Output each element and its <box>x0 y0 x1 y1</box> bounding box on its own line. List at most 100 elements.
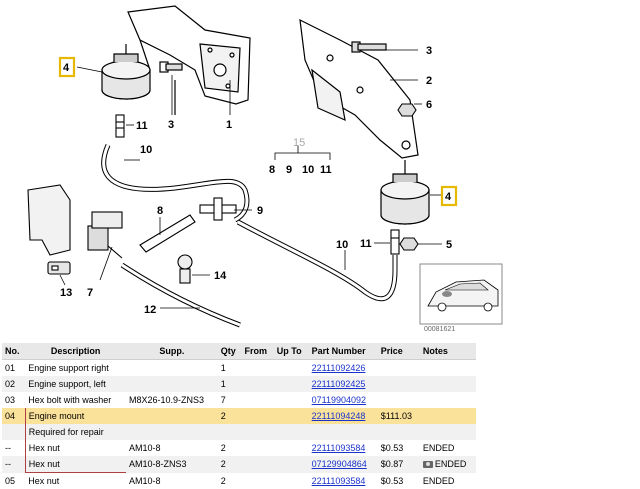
cell-supp: AM10-8 <box>126 473 218 489</box>
table-row-highlighted: 04 Engine mount 2 22111094248 $111.03 <box>2 408 476 424</box>
clip-drawing <box>48 262 70 274</box>
table-row: 05 Hex nut AM10-8 2 22111093584 $0.53 EN… <box>2 473 476 489</box>
col-up-to: Up To <box>274 343 309 360</box>
parts-table-header: No. Description Supp. Qty From Up To Par… <box>2 343 476 360</box>
col-part-number: Part Number <box>309 343 378 360</box>
cell-supp <box>126 408 218 424</box>
cell-part-number: 07129904864 <box>309 456 378 473</box>
part-number-link[interactable]: 07129904864 <box>312 459 367 469</box>
cell-description: Engine support, left <box>25 376 126 392</box>
cell-description: Hex nut <box>25 456 126 473</box>
valve-assembly-drawing <box>28 185 122 258</box>
cell-description: Hex nut <box>25 473 126 489</box>
cell-supp: AM10-8-ZNS3 <box>126 456 218 473</box>
cell-qty: 2 <box>218 440 242 456</box>
table-row: 02 Engine support, left 1 22111092425 <box>2 376 476 392</box>
cell-up-to <box>274 376 309 392</box>
callout-8[interactable]: 8 <box>157 205 163 217</box>
part-number-link[interactable]: 22111092425 <box>312 379 366 389</box>
part-number-link[interactable]: 22111093584 <box>312 476 366 486</box>
cell-qty: 2 <box>218 456 242 473</box>
cell-notes <box>420 360 476 377</box>
cell-from <box>242 424 274 440</box>
parts-diagram: 00081621 4 3 1 11 10 8 9 13 7 14 12 3 2 … <box>0 0 640 340</box>
engine-mount-right-drawing <box>381 160 429 224</box>
cell-qty: 1 <box>218 376 242 392</box>
cell-no <box>2 424 25 440</box>
callout-11-right[interactable]: 11 <box>360 238 372 250</box>
callout-7[interactable]: 7 <box>87 287 93 299</box>
fitting-right-drawing <box>391 230 399 254</box>
cell-from <box>242 360 274 377</box>
callout-group-9[interactable]: 9 <box>286 164 292 176</box>
cell-description: Engine support right <box>25 360 126 377</box>
cell-qty: 2 <box>218 473 242 489</box>
part-number-link[interactable]: 22111094248 <box>312 411 366 421</box>
callout-9[interactable]: 9 <box>257 205 263 217</box>
cell-up-to <box>274 392 309 408</box>
callout-13[interactable]: 13 <box>60 287 72 299</box>
cell-supp <box>126 376 218 392</box>
pipe-drawing <box>140 215 195 252</box>
part-number-link[interactable]: 22111093584 <box>312 443 366 453</box>
notes-text: ENDED <box>435 459 467 469</box>
cell-no: 02 <box>2 376 25 392</box>
callout-12[interactable]: 12 <box>144 304 156 316</box>
callout-14[interactable]: 14 <box>214 270 227 282</box>
cell-notes <box>420 376 476 392</box>
cell-up-to <box>274 456 309 473</box>
cell-no: 05 <box>2 473 25 489</box>
callout-1[interactable]: 1 <box>226 119 232 131</box>
callout-10-upper[interactable]: 10 <box>140 144 152 156</box>
table-row: 01 Engine support right 1 22111092426 <box>2 360 476 377</box>
cell-up-to <box>274 408 309 424</box>
cell-no: 04 <box>2 408 25 424</box>
cell-qty: 1 <box>218 360 242 377</box>
cell-no: -- <box>2 440 25 456</box>
nut-right-drawing <box>398 104 416 116</box>
callout-group-10[interactable]: 10 <box>302 164 314 176</box>
cell-part-number: 22111092426 <box>309 360 378 377</box>
image-code: 00081621 <box>424 326 455 333</box>
cell-from <box>242 392 274 408</box>
callout-3-left[interactable]: 3 <box>168 119 174 131</box>
camera-icon[interactable] <box>423 461 433 468</box>
callout-4-left[interactable]: 4 <box>63 62 70 74</box>
cell-part-number: 07119904092 <box>309 392 378 408</box>
cell-notes <box>420 392 476 408</box>
col-supp: Supp. <box>126 343 218 360</box>
cell-no: -- <box>2 456 25 473</box>
table-row: 03 Hex bolt with washer M8X26-10.9-ZNS3 … <box>2 392 476 408</box>
callout-group-15[interactable]: 15 <box>293 137 305 149</box>
cell-notes <box>420 408 476 424</box>
part-number-link[interactable]: 07119904092 <box>312 395 366 405</box>
cell-supp: AM10-8 <box>126 440 218 456</box>
cell-price: $0.53 <box>378 473 420 489</box>
callout-11-left[interactable]: 11 <box>136 120 148 132</box>
cell-description: Hex bolt with washer <box>25 392 126 408</box>
parts-table: No. Description Supp. Qty From Up To Par… <box>2 343 476 489</box>
callout-4-right[interactable]: 4 <box>445 191 452 203</box>
cell-part-number: 22111093584 <box>309 473 378 489</box>
cell-up-to <box>274 440 309 456</box>
cell-from <box>242 440 274 456</box>
callout-10-lower[interactable]: 10 <box>336 239 348 251</box>
cell-up-to <box>274 360 309 377</box>
callout-2[interactable]: 2 <box>426 75 432 87</box>
table-row: Required for repair <box>2 424 476 440</box>
cell-description: Hex nut <box>25 440 126 456</box>
cell-supp <box>126 424 218 440</box>
part-number-link[interactable]: 22111092426 <box>312 363 366 373</box>
cell-notes <box>420 424 476 440</box>
cell-description: Engine mount <box>25 408 126 424</box>
callout-3-right[interactable]: 3 <box>426 45 432 57</box>
cell-qty <box>218 424 242 440</box>
cell-no: 03 <box>2 392 25 408</box>
callout-5[interactable]: 5 <box>446 239 452 251</box>
callout-6[interactable]: 6 <box>426 99 432 111</box>
callout-group-11[interactable]: 11 <box>320 164 332 176</box>
cell-price: $0.53 <box>378 440 420 456</box>
cell-part-number: 22111092425 <box>309 376 378 392</box>
cell-notes: ENDED <box>420 456 476 473</box>
callout-group-8[interactable]: 8 <box>269 164 275 176</box>
